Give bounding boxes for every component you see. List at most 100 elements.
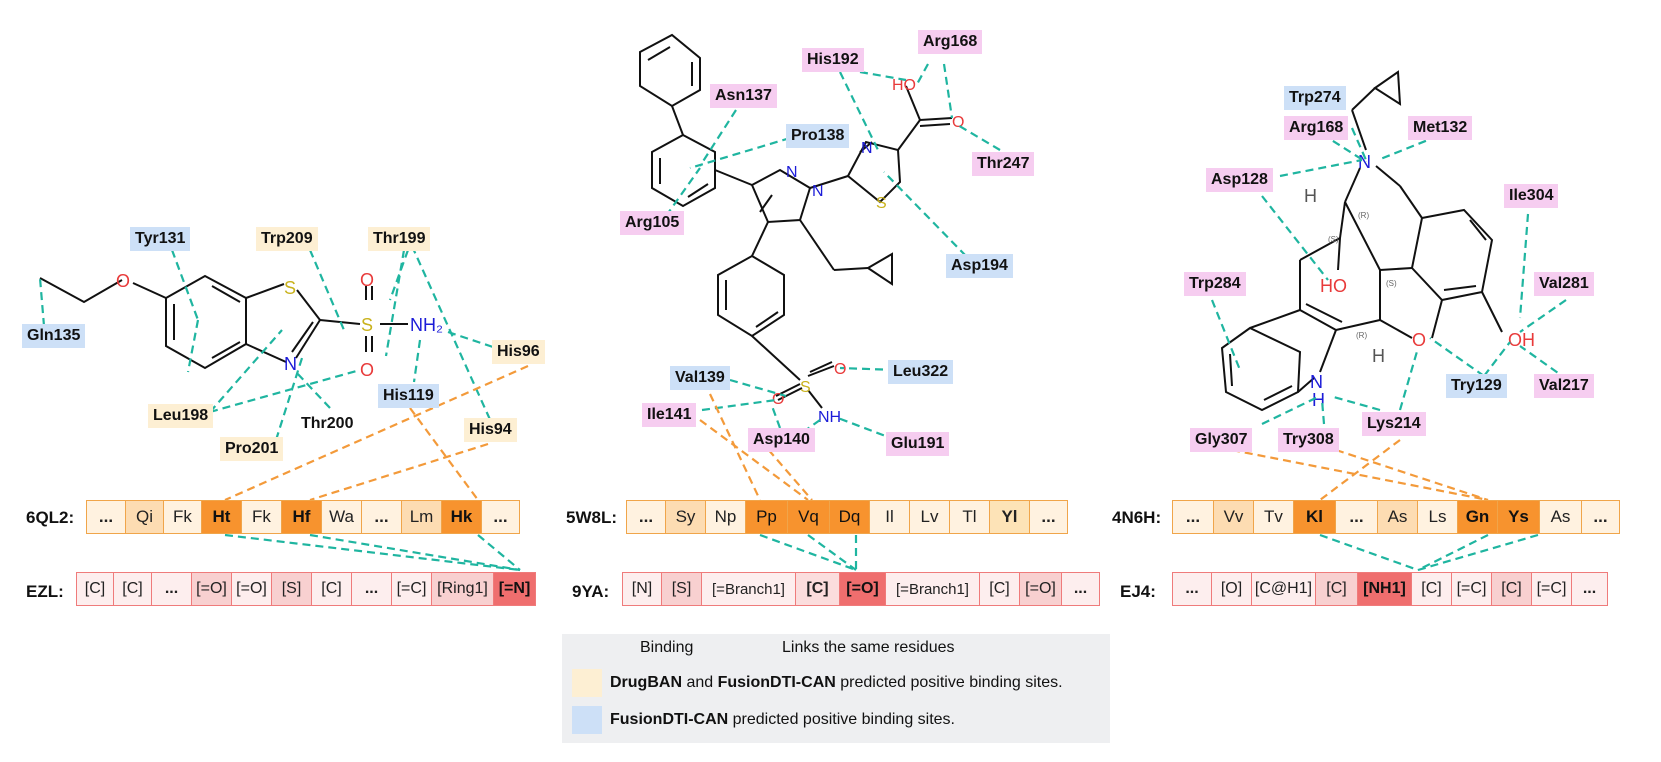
atom-ho: HO bbox=[1320, 276, 1347, 296]
protein-token: ... bbox=[626, 500, 666, 534]
drug-token: [=C] bbox=[1532, 572, 1572, 606]
protein-token: ... bbox=[482, 500, 520, 534]
drug-token: [=C] bbox=[392, 572, 432, 606]
protein-token: ... bbox=[1336, 500, 1378, 534]
residue-met132: Met132 bbox=[1408, 116, 1473, 140]
protein-token: Ht bbox=[202, 500, 242, 534]
stereo-r1: (R) bbox=[1358, 211, 1369, 220]
residue-thr247: Thr247 bbox=[972, 152, 1035, 176]
residue-val217: Val217 bbox=[1534, 374, 1594, 398]
drug-sequence-ej4: ... [O] [C@H1] [C] [NH1] [C] [=C] [C] [=… bbox=[1172, 572, 1608, 606]
drug-id-9ya: 9YA: bbox=[572, 582, 610, 601]
atom-s-sulfonyl: S bbox=[800, 379, 811, 396]
protein-token: ... bbox=[1582, 500, 1620, 534]
residue-asp128: Asp128 bbox=[1206, 168, 1273, 192]
residue-thr199: Thr199 bbox=[368, 227, 431, 251]
atom-n-pyrazole1: N bbox=[786, 164, 798, 181]
residue-his192: His192 bbox=[802, 48, 864, 72]
protein-token: Tv bbox=[1254, 500, 1294, 534]
atom-o: O bbox=[116, 271, 130, 291]
protein-token: Qi bbox=[126, 500, 164, 534]
protein-token: Yl bbox=[990, 500, 1030, 534]
residue-gly307: Gly307 bbox=[1190, 428, 1253, 452]
protein-id-5w8l: 5W8L: bbox=[566, 508, 617, 527]
ezl-atom-labels: O S S O O NH₂ N bbox=[116, 270, 443, 380]
legend-drugban-bold1: DrugBAN bbox=[610, 674, 682, 691]
atom-s-ring: S bbox=[284, 278, 296, 298]
molecule-9ya bbox=[639, 33, 953, 409]
residue-lys214: Lys214 bbox=[1362, 412, 1426, 436]
atom-oh: OH bbox=[1508, 330, 1535, 350]
protein-token: Lm bbox=[402, 500, 442, 534]
residue-gln135: Gln135 bbox=[22, 324, 86, 348]
drug-token: [=O] bbox=[1020, 572, 1062, 606]
drug-token: [=Branch1] bbox=[886, 572, 980, 606]
molecule-ezl bbox=[39, 274, 408, 370]
atom-o-bottom: O bbox=[360, 360, 374, 380]
stereo-s2: (S) bbox=[1386, 279, 1397, 288]
residue-glu191: Glu191 bbox=[886, 432, 950, 456]
legend-fusion-rest: predicted positive binding sites. bbox=[728, 711, 955, 728]
residue-ile141: Ile141 bbox=[642, 403, 697, 427]
legend-links-label: Links the same residues bbox=[782, 639, 955, 656]
protein-token: Hk bbox=[442, 500, 482, 534]
residue-val281: Val281 bbox=[1534, 272, 1594, 296]
drug-id-ezl: EZL: bbox=[26, 582, 64, 601]
drug-token: [C] bbox=[980, 572, 1020, 606]
drug-token: [Ring1] bbox=[432, 572, 494, 606]
legend-drugban-bold2: FusionDTI-CAN bbox=[717, 674, 836, 691]
drug-token: ... bbox=[352, 572, 392, 606]
drug-token: ... bbox=[1172, 572, 1212, 606]
protein-token: As bbox=[1378, 500, 1418, 534]
protein-token: Vv bbox=[1214, 500, 1254, 534]
drug-token: [=O] bbox=[232, 572, 272, 606]
drug-id-ej4: EJ4: bbox=[1120, 582, 1156, 601]
residue-ile304: Ile304 bbox=[1504, 184, 1559, 208]
protein-token: ... bbox=[362, 500, 402, 534]
atom-o-top: O bbox=[360, 270, 374, 290]
stereo-s1: (S) bbox=[1328, 235, 1339, 244]
protein-token: Hf bbox=[282, 500, 322, 534]
legend-swatch-drugban bbox=[572, 669, 602, 697]
protein-token: Dq bbox=[830, 500, 870, 534]
residue-leu198: Leu198 bbox=[148, 404, 214, 428]
protein-sequence-5w8l: ... Sy Np Pp Vq Dq Il Lv Tl Yl ... bbox=[626, 500, 1068, 534]
atom-nh: NH bbox=[818, 409, 841, 426]
atom-nh2: NH₂ bbox=[410, 315, 443, 335]
protein-token: ... bbox=[1030, 500, 1068, 534]
residue-asp194: Asp194 bbox=[946, 254, 1013, 278]
protein-token: Il bbox=[870, 500, 910, 534]
molecule-ej4 bbox=[1220, 70, 1503, 412]
protein-token: Fk bbox=[164, 500, 202, 534]
legend-fusion-bold: FusionDTI-CAN bbox=[610, 711, 729, 728]
drug-token: ... bbox=[1062, 572, 1100, 606]
atom-h-left: H bbox=[1304, 186, 1317, 206]
drug-token: [=N] bbox=[494, 572, 536, 606]
drug-sequence-ezl: [C] [C] ... [=O] [=O] [S] [C] ... [=C] [… bbox=[76, 572, 536, 606]
residue-try308: Try308 bbox=[1278, 428, 1339, 452]
drug-token: [=O] bbox=[192, 572, 232, 606]
protein-sequence-6ql2: ... Qi Fk Ht Fk Hf Wa ... Lm Hk ... bbox=[86, 500, 520, 534]
drug-token: [C@H1] bbox=[1252, 572, 1316, 606]
drug-token: ... bbox=[152, 572, 192, 606]
legend-drugban-text: DrugBAN and FusionDTI-CAN predicted posi… bbox=[610, 674, 1063, 692]
protein-sequence-4n6h: ... Vv Tv Kl ... As Ls Gn Ys As ... bbox=[1172, 500, 1620, 534]
legend-binding-label: Binding bbox=[640, 639, 694, 656]
residue-tyr131: Tyr131 bbox=[130, 227, 191, 251]
drug-token: [=Branch1] bbox=[702, 572, 796, 606]
drug-token: [C] bbox=[114, 572, 152, 606]
drug-token: [O] bbox=[1212, 572, 1252, 606]
protein-token: Tl bbox=[950, 500, 990, 534]
atom-n-thiazole: N bbox=[861, 140, 873, 157]
atom-ho: HO bbox=[892, 77, 916, 94]
protein-token: Np bbox=[706, 500, 746, 534]
legend-drugban-and: and bbox=[682, 674, 718, 691]
atom-n-indole: N bbox=[1310, 372, 1323, 392]
legend-swatch-fusion bbox=[572, 706, 602, 734]
atom-h-bottom: H bbox=[1372, 346, 1385, 366]
protein-token: ... bbox=[86, 500, 126, 534]
atom-n-amine: N bbox=[1358, 152, 1371, 172]
atom-s-thiazole: S bbox=[876, 195, 887, 212]
drug-token: [C] bbox=[1412, 572, 1452, 606]
